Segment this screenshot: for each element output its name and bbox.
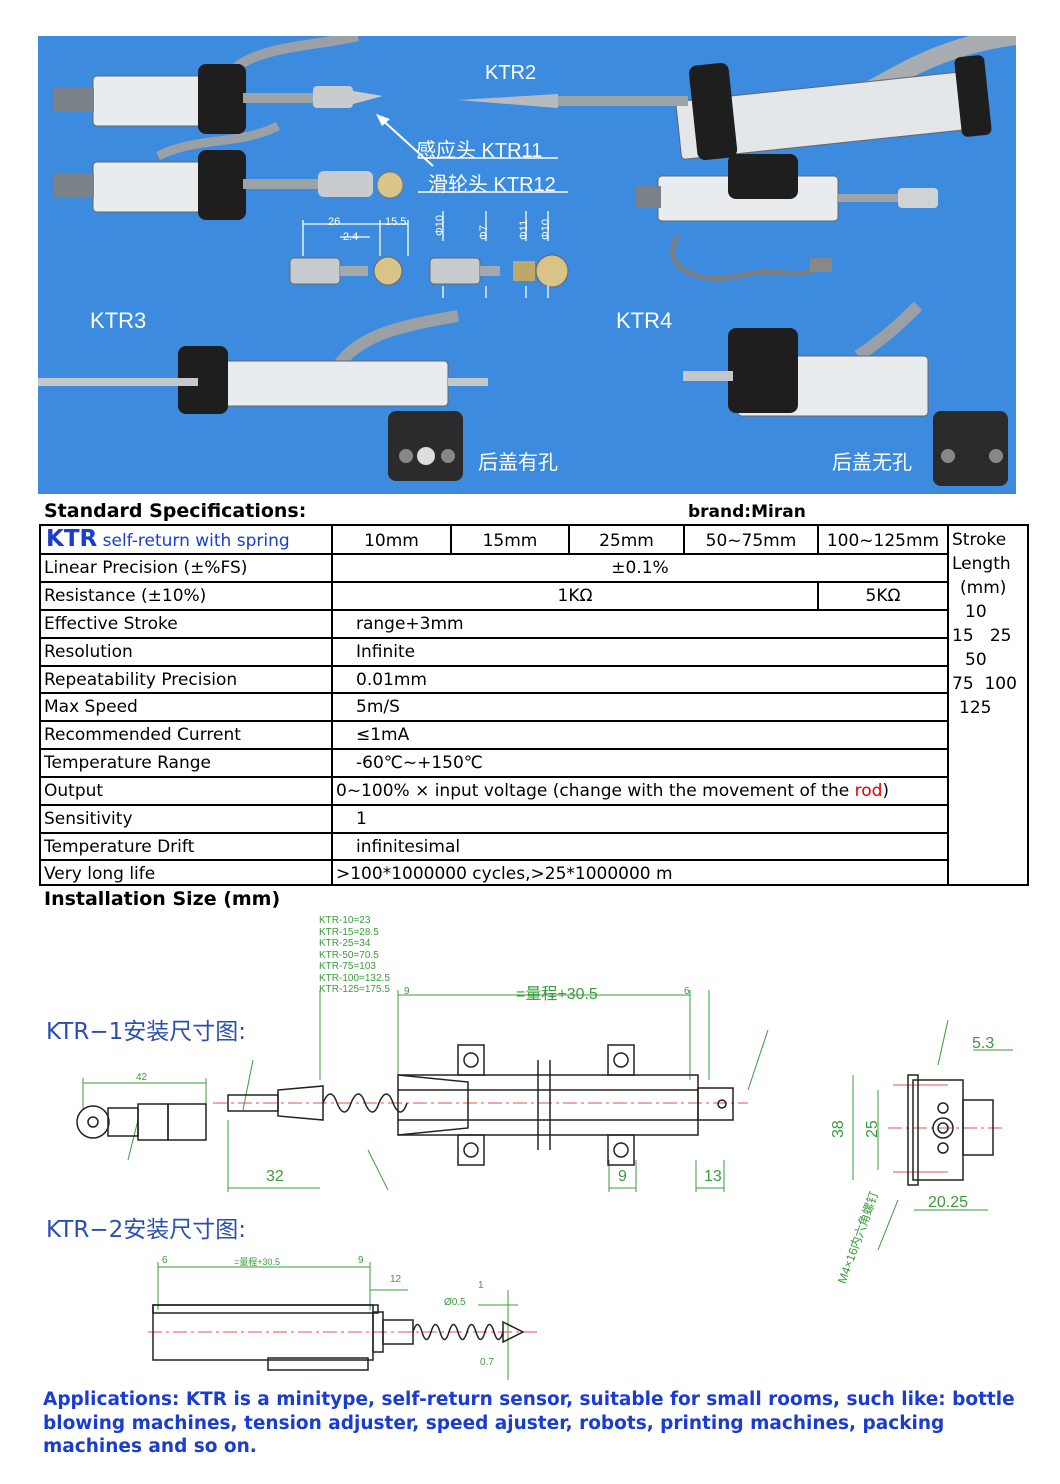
row-label: Output bbox=[44, 781, 104, 801]
k2-dim-total: =量程+30.5 bbox=[234, 1257, 281, 1267]
dim-38: 38 bbox=[830, 1120, 847, 1138]
k2-dim-1: 1 bbox=[478, 1280, 484, 1291]
k2-dim-12: 12 bbox=[390, 1274, 402, 1285]
row-label: Temperature Drift bbox=[44, 837, 195, 857]
cover-with-hole-label: 后盖有孔 bbox=[478, 452, 558, 474]
output-rod-word: rod bbox=[854, 781, 883, 801]
ktr12-label: 滑轮头 KTR12 bbox=[428, 174, 556, 196]
dim-2-4: 2.4 bbox=[343, 231, 359, 243]
brand-label: brand:Miran bbox=[688, 502, 806, 522]
side-stroke: Stroke bbox=[952, 530, 1007, 550]
product-photo-illustration bbox=[38, 36, 1016, 486]
ktr2-label: KTR2 bbox=[485, 62, 537, 84]
stroke-header-15: 15mm bbox=[482, 531, 538, 551]
row-value: -60℃~+150℃ bbox=[356, 753, 483, 773]
dim-42: 42 bbox=[136, 1072, 148, 1083]
side-unit: (mm) bbox=[960, 578, 1007, 598]
cover-without-hole-label: 后盖无孔 bbox=[832, 452, 912, 474]
row-label: Resistance (±10%) bbox=[44, 586, 207, 606]
installation-drawing: KTR−1安装尺寸图: KTR−2安装尺寸图: KTR-10=23 KTR-15… bbox=[38, 910, 1028, 1385]
dim-9: 9 bbox=[404, 986, 410, 997]
length-item: KTR-10=23 bbox=[319, 915, 371, 926]
row-label: Linear Precision (±%FS) bbox=[44, 558, 248, 578]
dim-25: 25 bbox=[864, 1120, 881, 1138]
k2-dim-0-7: 0.7 bbox=[480, 1357, 494, 1368]
ktr1-title: KTR−1安装尺寸图: bbox=[46, 1019, 246, 1045]
output-close: ) bbox=[882, 781, 890, 801]
length-item: KTR-100=132.5 bbox=[319, 972, 390, 984]
k2-dim-0-5: Ø0.5 bbox=[444, 1297, 466, 1308]
dim-13: 13 bbox=[704, 1168, 722, 1185]
ktr3-label: KTR3 bbox=[90, 308, 147, 333]
row-value: range+3mm bbox=[356, 614, 464, 634]
length-list: KTR-10=23 KTR-15=28.5 KTR-25=34 KTR-50=7… bbox=[319, 915, 390, 996]
row-value: 1 bbox=[356, 809, 367, 829]
row-label: Very long life bbox=[44, 864, 156, 884]
install-title: Installation Size (mm) bbox=[44, 888, 281, 910]
side-length: Length bbox=[952, 554, 1011, 574]
row-label: Recommended Current bbox=[44, 725, 241, 745]
length-item: KTR-25=34 bbox=[319, 938, 371, 949]
stroke-header-10: 10mm bbox=[364, 531, 419, 551]
dim-phi10-a: Φ10 bbox=[434, 214, 446, 236]
row-value: ±0.1% bbox=[611, 558, 669, 578]
output-value: 0~100% × input voltage (change with the … bbox=[336, 778, 889, 804]
stroke-header-50-75: 50~75mm bbox=[705, 531, 797, 551]
length-item: KTR-50=70.5 bbox=[319, 949, 379, 961]
dim-phi7: Φ7 bbox=[478, 225, 490, 240]
length-item: KTR-125=175.5 bbox=[319, 984, 390, 995]
dim-9b: 9 bbox=[618, 1168, 627, 1185]
row-value: 1KΩ bbox=[557, 586, 593, 606]
dim-5-3: 5.3 bbox=[972, 1035, 995, 1052]
row-label: Repeatability Precision bbox=[44, 670, 238, 690]
dim-total: =量程+30.5 bbox=[516, 986, 598, 1003]
row-label: Max Speed bbox=[44, 697, 138, 717]
output-text: 0~100% × input voltage (change with the … bbox=[336, 781, 855, 801]
dim-26: 26 bbox=[328, 216, 341, 228]
length-item: KTR-15=28.5 bbox=[319, 926, 379, 938]
spec-table: KTR self-return with spring 10mm 15mm 25… bbox=[39, 524, 1029, 886]
ktr4-label: KTR4 bbox=[616, 308, 673, 333]
side-val: 50 bbox=[965, 650, 987, 670]
model-header: KTR self-return with spring bbox=[46, 526, 290, 554]
side-val: 75 100 bbox=[952, 674, 1017, 694]
model-name: KTR bbox=[46, 526, 98, 552]
k2-dim-6: 6 bbox=[162, 1255, 168, 1266]
drawing-lines bbox=[76, 990, 1013, 1380]
row-value-5k: 5KΩ bbox=[865, 586, 901, 606]
dim-20-25: 20.25 bbox=[928, 1194, 969, 1211]
row-label: Temperature Range bbox=[44, 753, 211, 773]
side-val: 15 25 bbox=[952, 626, 1012, 646]
row-value: 0.01mm bbox=[356, 670, 427, 690]
applications-text: Applications: KTR is a minitype, self-re… bbox=[43, 1389, 1015, 1457]
dim-15-5: 15.5 bbox=[385, 216, 407, 228]
dim-phi10-b: Φ10 bbox=[540, 218, 552, 240]
ktr11-label: 感应头 KTR11 bbox=[416, 140, 543, 162]
side-val: 125 bbox=[959, 698, 992, 718]
row-value: ≤1mA bbox=[356, 725, 410, 745]
row-value: Infinite bbox=[356, 642, 416, 662]
stroke-header-25: 25mm bbox=[599, 531, 654, 551]
product-photo-panel: KTR2 感应头 KTR11 滑轮头 KTR12 KTR3 KTR4 后盖有孔 … bbox=[38, 36, 1016, 494]
k2-dim-9: 9 bbox=[358, 1255, 364, 1266]
dim-6: 6 bbox=[684, 986, 690, 997]
row-label: Effective Stroke bbox=[44, 614, 178, 634]
row-label: Sensitivity bbox=[44, 809, 133, 829]
dim-32: 32 bbox=[266, 1168, 284, 1185]
side-val: 10 bbox=[965, 602, 987, 622]
ktr2-title: KTR−2安装尺寸图: bbox=[46, 1217, 246, 1243]
length-item: KTR-75=103 bbox=[319, 961, 376, 972]
spec-title: Standard Specifications: bbox=[44, 500, 307, 522]
row-value: >100*1000000 cycles,>25*1000000 m bbox=[336, 864, 673, 884]
row-label: Resolution bbox=[44, 642, 133, 662]
row-value: 5m/S bbox=[356, 697, 400, 717]
model-subtitle: self-return with spring bbox=[102, 531, 290, 551]
row-value: infinitesimal bbox=[356, 837, 461, 857]
dim-phi11: Φ11 bbox=[518, 219, 530, 240]
stroke-header-100-125: 100~125mm bbox=[826, 531, 940, 551]
